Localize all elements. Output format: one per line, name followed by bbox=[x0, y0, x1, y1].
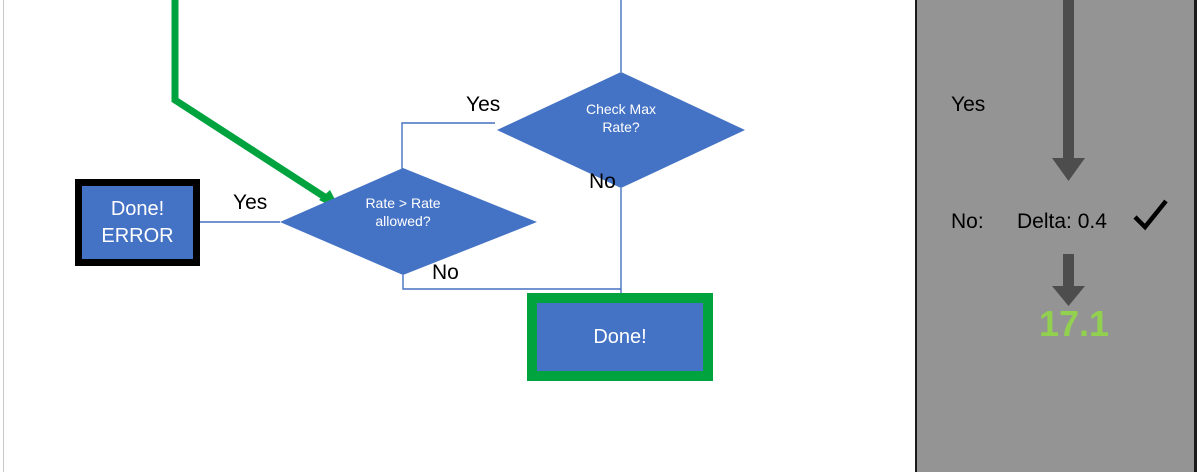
connector-check-max-yes bbox=[401, 122, 495, 170]
flowchart-diagram bbox=[171, 0, 745, 293]
node-rate-gt-rate-allowed-label: Rate > Rate allowed? bbox=[343, 195, 463, 230]
panel-arrow-top bbox=[1052, 0, 1085, 181]
node-check-max-rate-label-line1: Check Max bbox=[585, 101, 657, 117]
panel-no-label: No: bbox=[951, 210, 984, 233]
highlight-path-green bbox=[171, 0, 336, 206]
panel-result-value: 17.1 bbox=[1038, 303, 1110, 344]
panel-arrow-group bbox=[1052, 0, 1085, 306]
edge-label-check-max-no: No bbox=[589, 170, 616, 193]
node-check-max-rate-label: Check Max Rate? bbox=[561, 101, 681, 136]
node-rate-gt-rate-allowed[interactable] bbox=[280, 168, 537, 275]
node-done-error-label-line2: ERROR bbox=[101, 224, 174, 247]
connector-rate-no bbox=[402, 275, 621, 290]
slide-left-edge-line bbox=[3, 0, 4, 472]
panel-yes-label: Yes bbox=[951, 93, 986, 116]
edge-label-rate-yes: Yes bbox=[233, 191, 268, 214]
node-check-max-rate[interactable] bbox=[497, 72, 745, 188]
panel-delta-label: Delta: 0.4 bbox=[1017, 210, 1107, 233]
node-rate-gt-rate-allowed-label-line1: Rate > Rate bbox=[365, 195, 441, 211]
node-check-max-rate-label-line2: Rate? bbox=[602, 118, 640, 135]
edge-label-check-max-yes: Yes bbox=[466, 93, 501, 116]
check-mark-icon bbox=[1133, 199, 1168, 231]
node-done-label: Done! bbox=[537, 324, 703, 351]
node-done[interactable]: Done! bbox=[527, 293, 713, 381]
node-done-error[interactable]: Done! ERROR bbox=[75, 179, 200, 266]
node-rate-gt-rate-allowed-label-line2: allowed? bbox=[375, 212, 431, 229]
node-done-error-label-line1: Done! bbox=[110, 197, 165, 220]
panel-arrow-bottom bbox=[1052, 254, 1085, 306]
node-done-error-label: Done! ERROR bbox=[82, 196, 193, 250]
result-panel: Yes No: Delta: 0.4 17.1 bbox=[915, 0, 1197, 472]
node-done-label-line1: Done! bbox=[593, 325, 647, 348]
edge-label-rate-no: No bbox=[432, 261, 459, 284]
